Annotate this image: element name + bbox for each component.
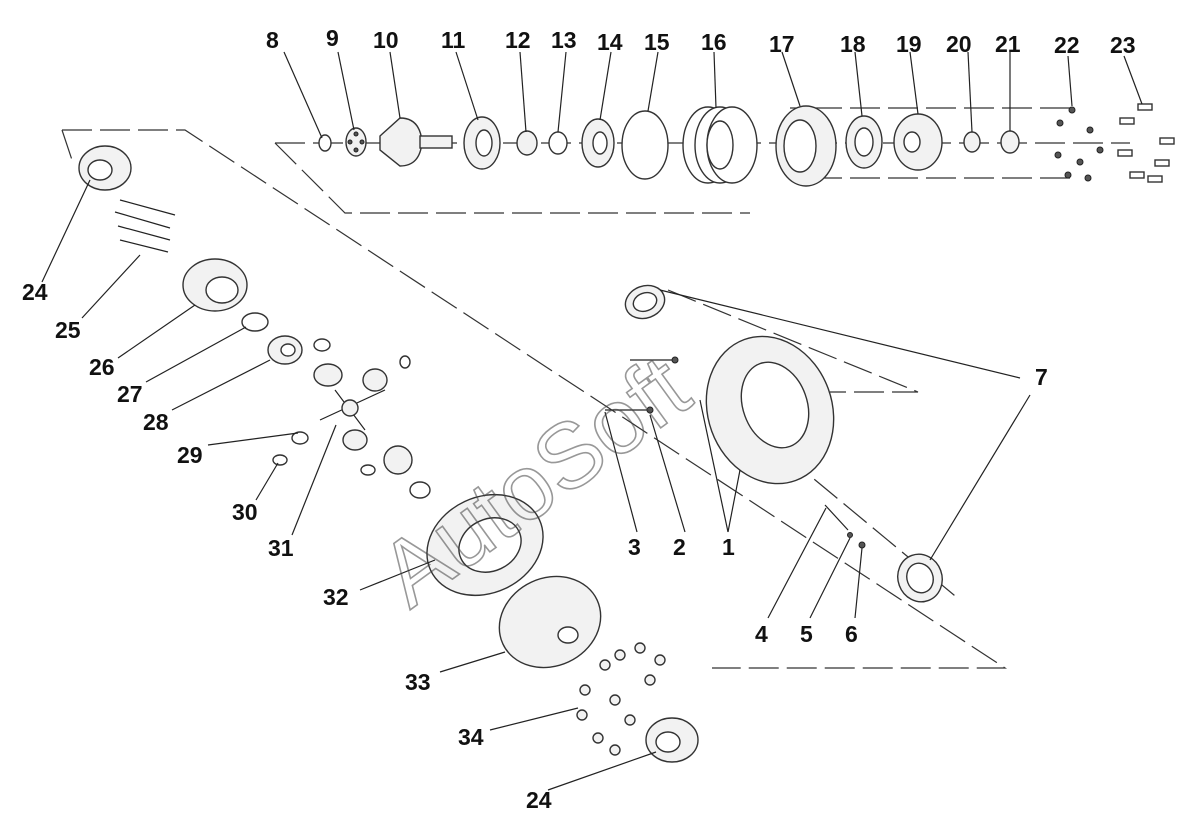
callout-7: 7 xyxy=(1035,364,1048,390)
part-14-bearing xyxy=(581,118,615,168)
part-7-seal-top xyxy=(624,284,666,320)
callout-22: 22 xyxy=(1054,32,1080,58)
callout-5: 5 xyxy=(800,621,813,647)
part-28-side-gear xyxy=(267,335,303,365)
callout-9: 9 xyxy=(326,25,339,51)
washer-small-c xyxy=(360,464,376,476)
part-27-washer xyxy=(241,312,269,332)
callout-24-bottom: 24 xyxy=(526,787,552,813)
callout-3: 3 xyxy=(628,534,641,560)
callout-17: 17 xyxy=(769,31,795,57)
callout-33: 33 xyxy=(405,669,431,695)
part-23-bolts xyxy=(1117,103,1175,183)
callout-4: 4 xyxy=(755,621,768,647)
callout-16: 16 xyxy=(701,29,727,55)
callout-29: 29 xyxy=(177,442,203,468)
housing xyxy=(705,335,835,485)
part-24-bearing-top xyxy=(78,145,132,191)
part-18-bearing xyxy=(845,115,883,169)
pinion-gear-c xyxy=(342,429,368,451)
part-33-case-half xyxy=(498,575,602,669)
callout-32: 32 xyxy=(323,584,349,610)
callout-14: 14 xyxy=(597,29,623,55)
part-19-flange xyxy=(893,113,943,171)
part-15-o-ring xyxy=(621,110,669,180)
part-16-shims xyxy=(682,106,758,184)
part-5-washer xyxy=(847,532,853,538)
callout-10: 10 xyxy=(373,27,399,53)
part-26-case-half xyxy=(182,258,248,312)
part-12-ring xyxy=(516,130,538,156)
part-4-stud xyxy=(824,504,849,531)
part-11-bearing xyxy=(463,116,501,170)
callout-2: 2 xyxy=(673,534,686,560)
part-32-ring-gear xyxy=(426,493,544,597)
pinion-gear-a xyxy=(313,363,343,387)
part-8-ring xyxy=(318,134,332,152)
part-24-bearing-bottom xyxy=(645,717,699,763)
part-34-bolts xyxy=(576,642,666,756)
part-6-nut xyxy=(858,541,866,549)
callout-19: 19 xyxy=(896,31,922,57)
part-20-washer xyxy=(963,131,981,153)
callout-15: 15 xyxy=(644,29,670,55)
part-10-pinion xyxy=(379,117,453,167)
side-gear-b xyxy=(383,445,431,499)
housing-parts xyxy=(605,284,943,603)
callout-8: 8 xyxy=(266,27,279,53)
callout-12: 12 xyxy=(505,27,531,53)
part-17-carrier xyxy=(775,105,837,187)
callout-28: 28 xyxy=(143,409,169,435)
callout-13: 13 xyxy=(551,27,577,53)
callout-20: 20 xyxy=(946,31,972,57)
differential-parts xyxy=(78,145,699,763)
part-21-nut xyxy=(1000,130,1020,154)
leader-lines xyxy=(41,51,1143,791)
callout-26: 26 xyxy=(89,354,115,380)
part-25-bolts xyxy=(114,199,176,253)
callout-25: 25 xyxy=(55,317,81,343)
callout-6: 6 xyxy=(845,621,858,647)
part-31-spider xyxy=(319,389,386,431)
callout-23: 23 xyxy=(1110,32,1136,58)
callout-34: 34 xyxy=(458,724,484,750)
part-9-bearing xyxy=(345,127,367,157)
callout-30: 30 xyxy=(232,499,258,525)
part-30-washer xyxy=(272,454,288,466)
part-7-seal-bottom xyxy=(897,553,943,603)
top-row-parts xyxy=(318,103,1175,187)
callout-11: 11 xyxy=(441,27,466,53)
part-22-nuts xyxy=(1054,106,1104,182)
callout-21: 21 xyxy=(995,31,1021,57)
callout-1: 1 xyxy=(722,534,735,560)
callout-24-top: 24 xyxy=(22,279,48,305)
washer-small-a xyxy=(313,338,331,352)
washer-small-b xyxy=(399,355,411,369)
part-29-washer xyxy=(291,431,309,445)
part-3-bolts xyxy=(605,356,679,414)
callout-27: 27 xyxy=(117,381,143,407)
pinion-gear-b xyxy=(362,368,388,392)
callout-31: 31 xyxy=(268,535,294,561)
callout-18: 18 xyxy=(840,31,866,57)
callout-numbers: 1 2 3 4 5 6 7 8 9 10 11 12 13 14 15 16 1… xyxy=(22,25,1136,813)
part-13-ring xyxy=(548,131,568,155)
